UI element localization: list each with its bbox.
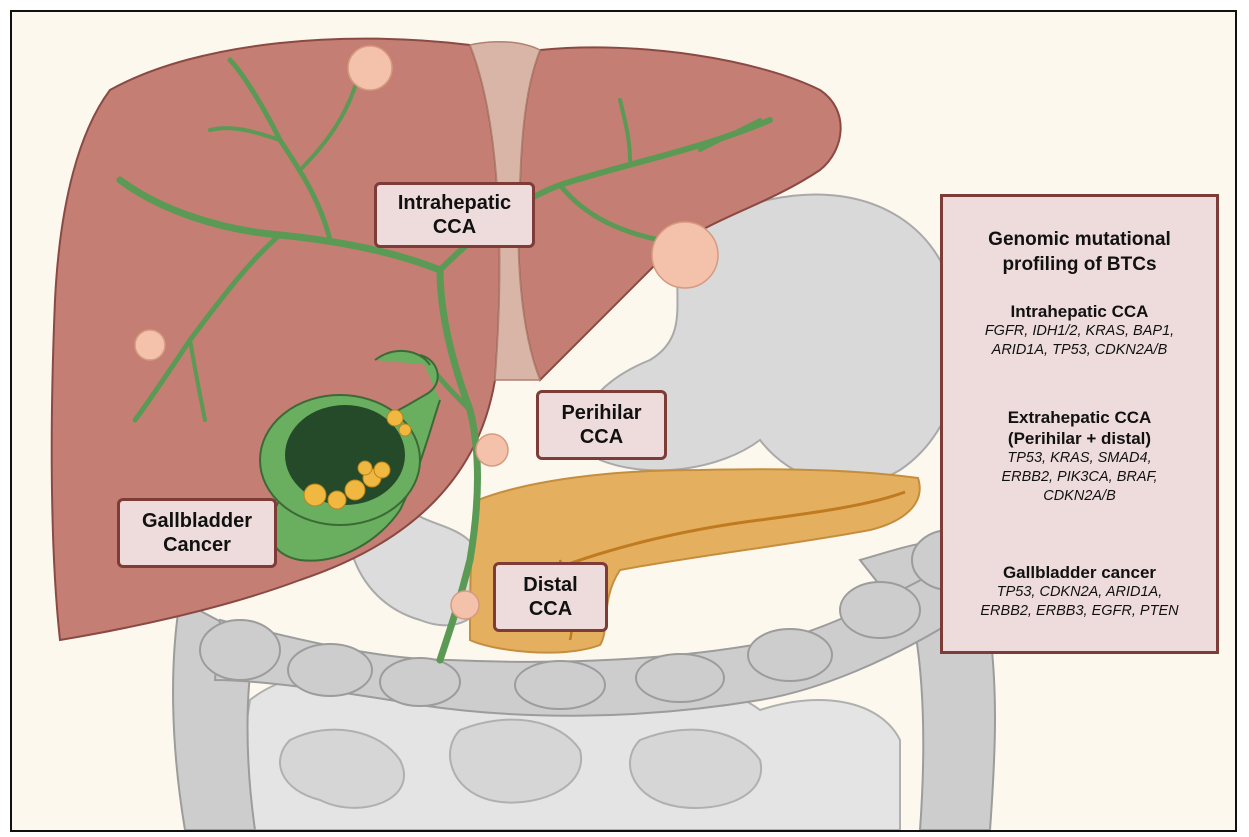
section-genes-line: CDKN2A/B xyxy=(943,487,1216,506)
section-heading: Intrahepatic CCA xyxy=(943,301,1216,322)
label-distal-line1: Distal xyxy=(523,573,577,597)
label-gallbladder-cancer: Gallbladder Cancer xyxy=(117,498,277,568)
panel-title: Genomic mutational profiling of BTCs xyxy=(943,227,1216,277)
label-gallbladder-line1: Gallbladder xyxy=(142,509,252,533)
section-heading: Gallbladder cancer xyxy=(943,562,1216,583)
section-genes-line: ERBB2, ERBB3, EGFR, PTEN xyxy=(943,602,1216,621)
label-intrahepatic-line2: CCA xyxy=(433,215,476,239)
label-distal-line2: CCA xyxy=(529,597,572,621)
genomic-profiling-panel: Genomic mutational profiling of BTCs Int… xyxy=(940,194,1219,654)
label-intrahepatic-cca: Intrahepatic CCA xyxy=(374,182,535,248)
section-heading: (Perihilar + distal) xyxy=(943,428,1216,449)
section-genes-line: TP53, CDKN2A, ARID1A, xyxy=(943,583,1216,602)
section-genes-line: ARID1A, TP53, CDKN2A/B xyxy=(943,341,1216,360)
section-intrahepatic: Intrahepatic CCA FGFR, IDH1/2, KRAS, BAP… xyxy=(943,301,1216,360)
panel-title-line2: profiling of BTCs xyxy=(943,252,1216,277)
section-heading: Extrahepatic CCA xyxy=(943,407,1216,428)
section-genes-line: TP53, KRAS, SMAD4, xyxy=(943,449,1216,468)
label-intrahepatic-line1: Intrahepatic xyxy=(398,191,511,215)
label-perihilar-cca: Perihilar CCA xyxy=(536,390,667,460)
section-extrahepatic: Extrahepatic CCA (Perihilar + distal) TP… xyxy=(943,407,1216,506)
label-gallbladder-line2: Cancer xyxy=(163,533,231,557)
section-genes-line: FGFR, IDH1/2, KRAS, BAP1, xyxy=(943,322,1216,341)
label-perihilar-line2: CCA xyxy=(580,425,623,449)
section-genes-line: ERBB2, PIK3CA, BRAF, xyxy=(943,468,1216,487)
label-distal-cca: Distal CCA xyxy=(493,562,608,632)
section-gallbladder: Gallbladder cancer TP53, CDKN2A, ARID1A,… xyxy=(943,562,1216,621)
panel-title-line1: Genomic mutational xyxy=(943,227,1216,252)
label-perihilar-line1: Perihilar xyxy=(561,401,641,425)
